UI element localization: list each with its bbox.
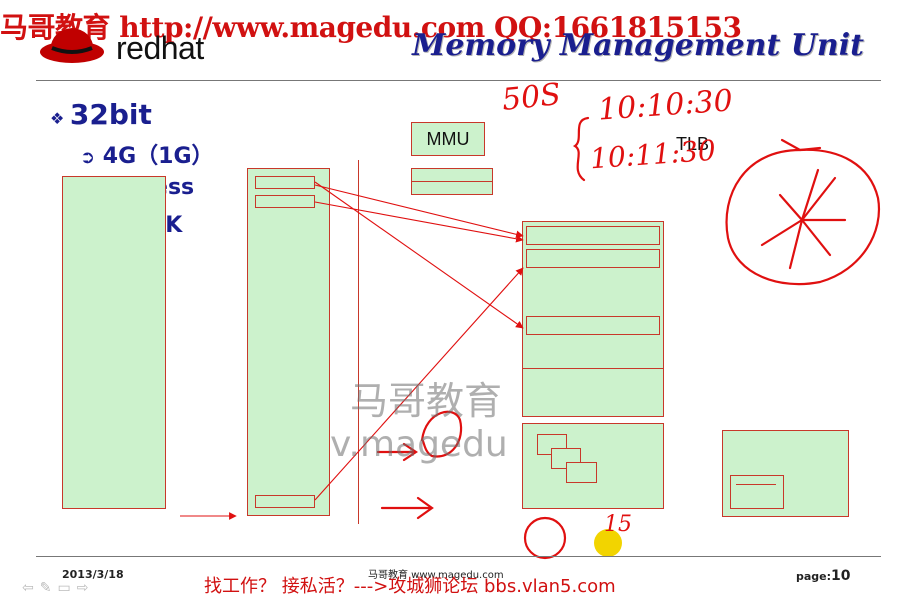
bullet-4g: 4G（1G） — [102, 144, 214, 169]
header-rule — [36, 80, 881, 81]
mmu-label: MMU — [426, 129, 470, 149]
external-storage — [722, 430, 849, 517]
process-memory-block — [62, 176, 166, 509]
arrow-bullet-icon: ➲ — [80, 147, 96, 168]
top-watermark: 马哥教育 http://www.magedu.com QQ:1661815153 — [0, 11, 742, 44]
tlb-label: TLB — [676, 134, 710, 154]
handwritten-50s: 50S — [500, 77, 563, 118]
divider-line — [358, 160, 359, 524]
handwritten-ink — [376, 116, 881, 560]
mapping-arrows — [180, 181, 524, 520]
virtual-page-1 — [255, 176, 315, 189]
footer-ad-text: 找工作？ 接私活？--->攻城狮论坛 bbs.vlan5.com — [204, 576, 616, 597]
virtual-address-space — [247, 168, 330, 516]
center-watermark: 马哥教育 — [350, 379, 503, 423]
bullet-level2: ➲ 4G（1G） — [80, 138, 214, 170]
slide-title: Memory Management Unit — [412, 28, 864, 63]
physical-frame-3 — [526, 316, 660, 335]
footer-center-text: 马哥教育 www.magedu.com — [368, 570, 504, 581]
diamond-bullet-icon: ❖ — [50, 109, 65, 128]
page-label: page: — [796, 570, 832, 583]
mmu-box: MMU — [411, 122, 485, 156]
bullet-level1: ❖ 32bit — [50, 98, 152, 131]
virtual-page-3 — [255, 495, 315, 508]
next-arrow-icon[interactable]: ⇨ — [76, 580, 95, 596]
handwritten-15: 15 — [604, 512, 632, 537]
swap-page-3 — [566, 462, 597, 483]
slide-nav: ⇦✎▭⇨ — [22, 580, 94, 596]
redhat-brand-text: redhat — [116, 30, 204, 66]
physical-memory-divider — [522, 368, 664, 369]
physical-frame-1 — [526, 226, 660, 245]
pen-icon[interactable]: ✎ — [39, 580, 58, 596]
footer-rule — [36, 556, 881, 557]
bullet-32bit: 32bit — [69, 98, 152, 131]
tlb-row-2 — [411, 181, 493, 195]
yellow-cursor-dot — [594, 529, 622, 557]
redhat-hat-icon — [40, 28, 104, 63]
external-storage-inner — [730, 475, 784, 509]
physical-frame-2 — [526, 249, 660, 268]
virtual-page-2 — [255, 195, 315, 208]
page-indicator: page:10 — [796, 568, 851, 584]
footer-date: 2013/3/18 — [62, 568, 124, 581]
external-storage-line — [736, 484, 776, 485]
redhat-logo: redhat — [38, 18, 258, 76]
center-watermark-url: v.magedu — [330, 424, 508, 465]
prev-arrow-icon[interactable]: ⇦ — [22, 580, 40, 596]
menu-icon[interactable]: ▭ — [57, 580, 77, 596]
page-number: 10 — [831, 568, 851, 584]
